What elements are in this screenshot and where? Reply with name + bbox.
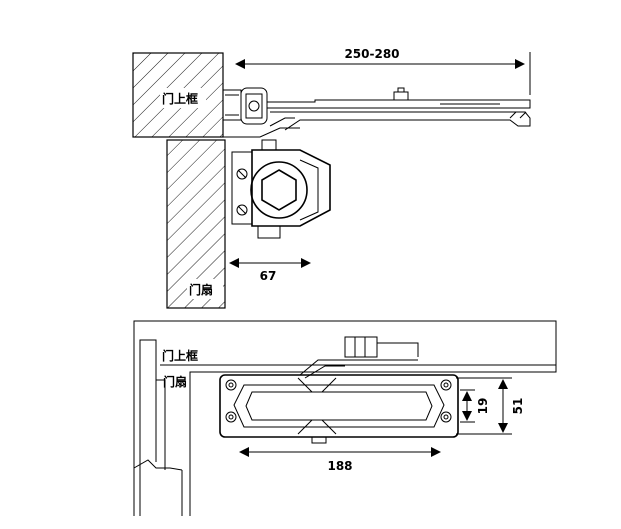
dim-inner-height-text: 19 <box>476 398 490 415</box>
arm-assembly <box>175 87 531 138</box>
closer-body-plan <box>219 374 459 444</box>
top-door-label: 门扇 <box>189 282 213 297</box>
dim-outer-height-text: 51 <box>511 398 525 415</box>
bottom-arm-shoe <box>299 336 419 379</box>
dim-body-offset-text: 67 <box>260 269 277 283</box>
bottom-view: 门上框 门扇 <box>133 320 557 516</box>
dim-body-offset: 67 <box>229 258 311 283</box>
dim-outer-height: 51 <box>456 377 525 435</box>
bottom-door-label: 门扇 <box>163 374 187 389</box>
top-frame-label: 门上框 <box>162 91 198 106</box>
dim-arm-length: 250-280 <box>235 47 531 95</box>
dim-body-length-text: 188 <box>327 459 352 473</box>
dim-inner-height: 19 <box>460 389 490 423</box>
top-view: 门上框 门扇 <box>132 47 531 309</box>
frame-outline: 门上框 门扇 <box>133 320 557 516</box>
dim-arm-length-text: 250-280 <box>344 47 399 61</box>
closer-body-side <box>231 139 331 239</box>
bottom-frame-label: 门上框 <box>162 348 198 363</box>
door-leaf-section: 门扇 <box>166 139 226 309</box>
arm-shoe-bracket <box>222 87 268 125</box>
door-frame-section: 门上框 <box>132 52 224 138</box>
dim-body-length: 188 <box>239 447 441 473</box>
